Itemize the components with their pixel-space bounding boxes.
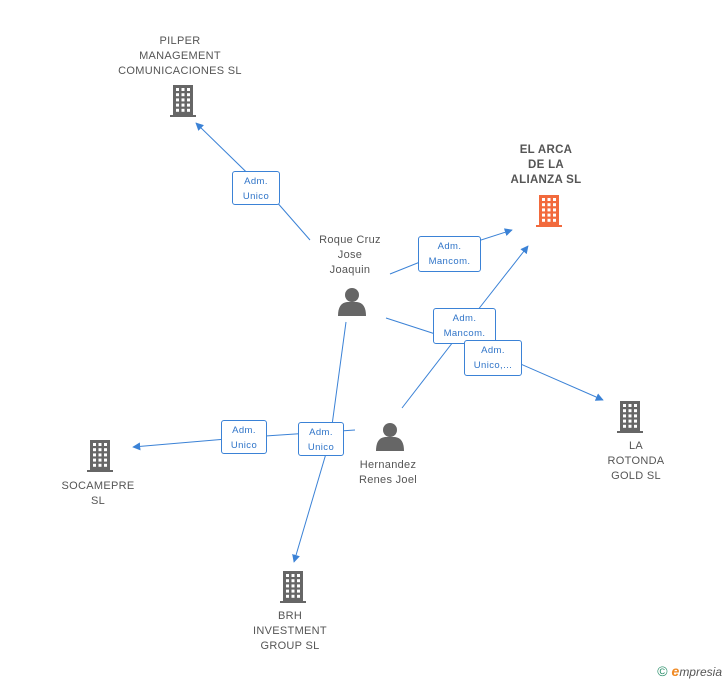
node-label-line: SL	[90, 495, 106, 507]
edge-label-text: Adm.	[309, 427, 333, 438]
footer-brand: ©empresia	[657, 663, 722, 679]
edge-label-text: Unico	[242, 191, 270, 202]
person-icon-hernandez[interactable]	[376, 423, 404, 451]
node-label-line: ROTONDA	[607, 455, 665, 467]
node-label-line: Jose	[337, 249, 363, 261]
node-label-line: EL ARCA	[519, 144, 573, 156]
node-label-line: PILPER	[159, 35, 201, 47]
node-label-line: GROUP SL	[260, 640, 320, 652]
node-label-line: Joaquin	[329, 264, 371, 276]
edge-label-roque-arca[interactable]: Adm. Mancom.	[418, 236, 481, 272]
building-icon-arca[interactable]	[536, 195, 562, 227]
building-icon-pilper[interactable]	[170, 85, 196, 117]
node-label-line: SOCAMEPRE	[61, 480, 135, 492]
node-label-line: ALIANZA SL	[510, 174, 582, 186]
edge-label-text: Unico	[230, 440, 258, 451]
edge-label-text: Mancom.	[428, 256, 471, 267]
node-label-line: MANAGEMENT	[139, 50, 221, 62]
node-label-arca[interactable]: EL ARCA DE LA ALIANZA SL	[491, 143, 601, 188]
edge-label-roque-pilper[interactable]: Adm. Unico	[232, 171, 280, 205]
edge-label-roque-brh[interactable]: Adm. Unico	[298, 422, 344, 456]
edge-label-text: Adm.	[481, 345, 505, 356]
edge-label-text: Adm.	[232, 425, 256, 436]
node-label-line: LA	[628, 440, 644, 452]
edge-label-hernandez-arca[interactable]: Adm. Mancom.	[433, 308, 496, 344]
node-label-line: Hernandez	[359, 459, 417, 471]
node-label-line: BRH	[277, 610, 303, 622]
node-label-line: COMUNICACIONES SL	[118, 65, 242, 77]
brand-name: mpresia	[679, 665, 722, 679]
edge-label-text: Unico,...	[473, 360, 513, 371]
edge-label-hernandez-socamepre[interactable]: Adm. Unico	[221, 420, 267, 454]
edge-label-text: Mancom.	[443, 328, 486, 339]
node-label-line: GOLD SL	[611, 470, 661, 482]
node-label-rotonda[interactable]: LA ROTONDA GOLD SL	[591, 439, 681, 484]
edge-label-text: Adm.	[437, 241, 462, 252]
node-label-line: Renes Joel	[358, 474, 418, 486]
person-icon-roque[interactable]	[338, 288, 366, 316]
brand-e: e	[671, 663, 680, 679]
building-icon-rotonda[interactable]	[617, 401, 643, 433]
node-label-line: DE LA	[528, 159, 564, 171]
edge-label-text: Adm.	[244, 176, 268, 187]
node-label-pilper[interactable]: PILPER MANAGEMENT COMUNICACIONES SL	[105, 34, 255, 79]
edge-label-text: Unico	[307, 442, 335, 453]
building-icon-socamepre[interactable]	[87, 440, 113, 472]
node-label-brh[interactable]: BRH INVESTMENT GROUP SL	[235, 609, 345, 654]
edge-label-text: Adm.	[452, 313, 477, 324]
node-label-socamepre[interactable]: SOCAMEPRE SL	[48, 479, 148, 509]
node-label-line: Roque Cruz	[319, 234, 381, 246]
edge-label-roque-rotonda[interactable]: Adm. Unico,...	[464, 340, 522, 376]
node-label-line: INVESTMENT	[253, 625, 327, 637]
copyright-symbol: ©	[657, 663, 668, 679]
building-icon-brh[interactable]	[280, 571, 306, 603]
